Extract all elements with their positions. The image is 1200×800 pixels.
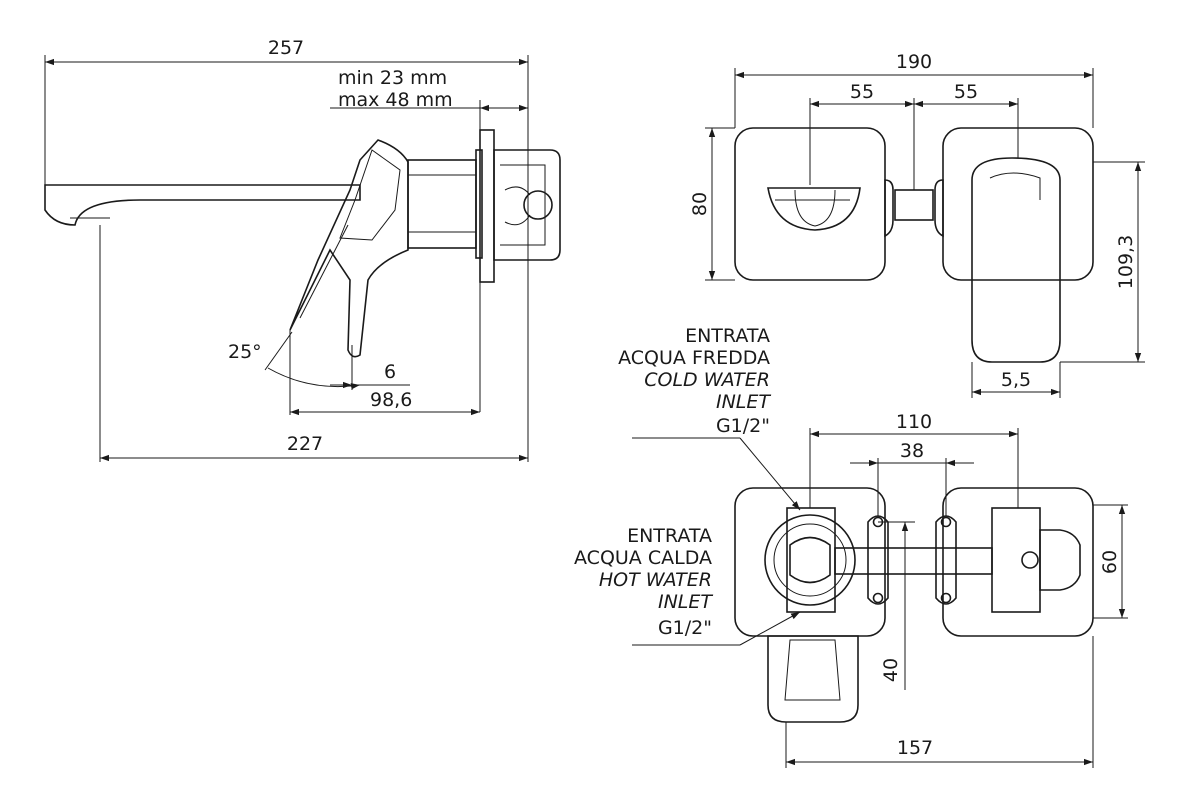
- svg-text:ENTRATA: ENTRATA: [685, 325, 770, 347]
- dim-right-axis: 55: [954, 81, 978, 103]
- dim-total-length: 257: [268, 37, 304, 59]
- svg-text:ACQUA CALDA: ACQUA CALDA: [574, 547, 712, 569]
- dim-lever-height: 109,3: [1115, 235, 1137, 289]
- left-body-plate: [734, 487, 886, 637]
- lever-front: [971, 157, 1061, 363]
- svg-text:G1/2": G1/2": [716, 415, 770, 437]
- valve-body: [493, 149, 561, 261]
- front-view: 190 55 55 80 109,3 5,5: [689, 51, 1145, 398]
- dim-angle: 25°: [228, 341, 262, 363]
- lever: [289, 139, 409, 358]
- dim-spout-offset: 40: [880, 658, 902, 682]
- dim-wall-min: min 23 mm: [338, 67, 447, 89]
- knob-icon: [767, 187, 861, 231]
- dim-axis-spacing: 110: [896, 411, 932, 433]
- svg-text:HOT WATER: HOT WATER: [599, 569, 712, 591]
- body-view: ENTRATA ACQUA FREDDA COLD WATER INLET G1…: [574, 325, 1128, 768]
- body-spout: [767, 635, 859, 723]
- dim-spout-length: 227: [287, 433, 323, 455]
- svg-text:INLET: INLET: [658, 591, 713, 613]
- spout: [44, 184, 361, 226]
- svg-text:ACQUA FREDDA: ACQUA FREDDA: [618, 347, 770, 369]
- dim-lever-reach: 98,6: [370, 389, 412, 411]
- svg-text:ENTRATA: ENTRATA: [627, 525, 712, 547]
- side-view: 257 min 23 mm max 48 mm 25° 6 9: [44, 37, 561, 462]
- dim-height: 80: [689, 192, 711, 216]
- svg-text:INLET: INLET: [716, 391, 771, 413]
- right-body-plate: [942, 487, 1094, 637]
- dim-fixing-spacing: 38: [900, 440, 924, 462]
- dim-overall-width: 157: [897, 737, 933, 759]
- body-pipe: [834, 547, 993, 575]
- dim-lever-offset: 6: [384, 361, 396, 383]
- dim-wall-max: max 48 mm: [338, 89, 453, 111]
- svg-text:COLD WATER: COLD WATER: [644, 369, 770, 391]
- svg-text:G1/2": G1/2": [658, 617, 712, 639]
- dim-plate-height: 60: [1099, 550, 1121, 574]
- dim-width: 190: [896, 51, 932, 73]
- dim-left-axis: 55: [850, 81, 874, 103]
- dim-lever-width: 5,5: [1001, 369, 1031, 391]
- cold-inlet-label: ENTRATA ACQUA FREDDA COLD WATER INLET G1…: [618, 325, 801, 511]
- hot-inlet-label: ENTRATA ACQUA CALDA HOT WATER INLET G1/2…: [574, 525, 801, 646]
